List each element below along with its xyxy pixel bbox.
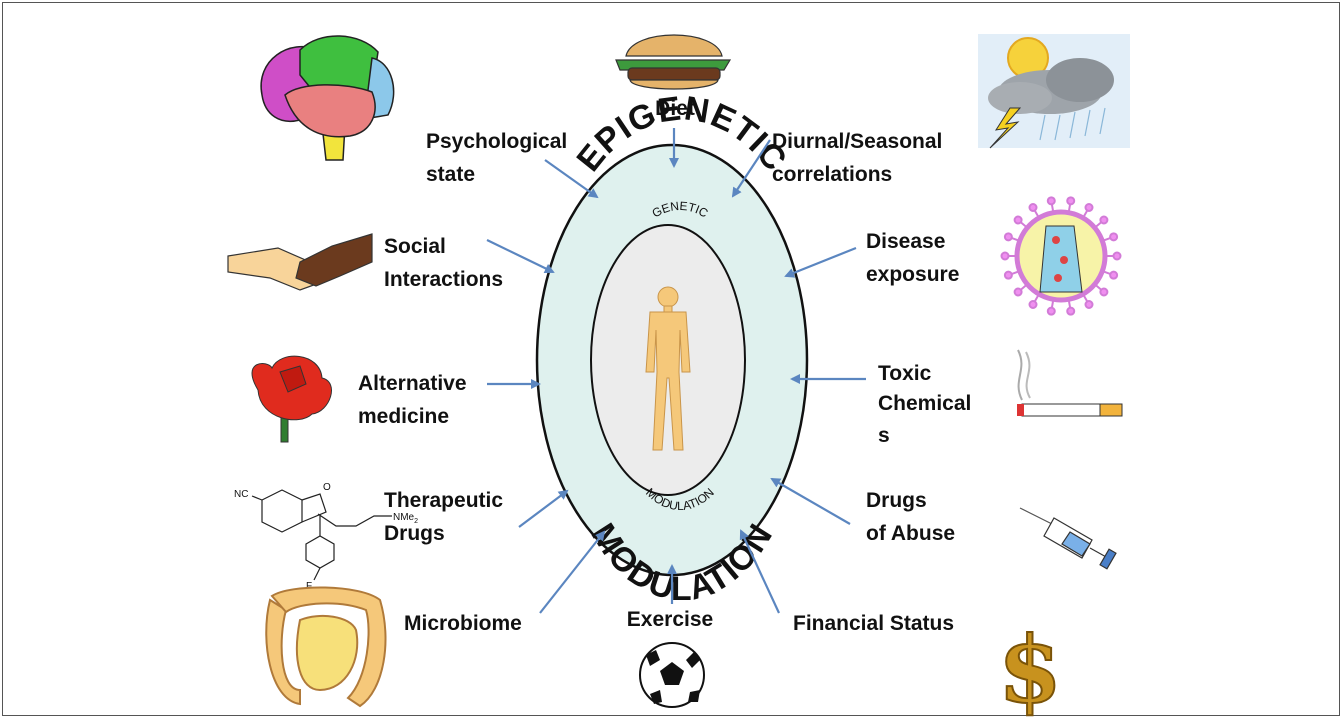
label-exercise: Exercise — [627, 608, 713, 631]
virus-spike-tip — [1046, 306, 1056, 316]
virus-spike-tip — [1084, 299, 1094, 309]
virus-spike-tip — [1003, 232, 1013, 242]
virus-spike-tip — [1084, 203, 1094, 213]
human-body-icon — [645, 286, 691, 451]
svg-text:$: $ — [998, 616, 1062, 720]
brain-icon — [260, 35, 395, 161]
arrow-financial — [739, 529, 780, 614]
virus-spike-tip — [1046, 196, 1056, 206]
arrow-social — [486, 239, 555, 274]
virus-spike-tip — [1109, 270, 1119, 280]
virus-spike-tip — [1003, 270, 1013, 280]
handshake-icon — [227, 233, 373, 291]
cigarette-icon — [1017, 349, 1123, 417]
virus-spike-tip — [1028, 203, 1038, 213]
virus-spike-tip — [1066, 196, 1076, 206]
virus-spike-tip — [1013, 287, 1023, 297]
chem-o: O — [323, 482, 331, 493]
virus-spike-tip — [1000, 251, 1010, 261]
virus-spike-tip — [1099, 215, 1109, 225]
arrow-abuse — [770, 478, 851, 525]
arrow-microbiome — [539, 530, 606, 614]
label-microbiome: Microbiome — [404, 612, 522, 635]
chem-nme2: NMe2 — [393, 512, 418, 525]
chem-f: F — [306, 581, 312, 592]
virus-spike-tip — [1066, 306, 1076, 316]
arrow-disease — [784, 246, 857, 278]
virus-spike-tip — [1112, 251, 1122, 261]
dollar-icon: $ — [997, 615, 1063, 720]
chem-nc: NC — [234, 489, 248, 500]
soccer-ball-icon — [639, 642, 705, 708]
virus-spike-tip — [1013, 215, 1023, 225]
virus-icon — [1000, 196, 1122, 316]
virus-spike-tip — [1099, 287, 1109, 297]
intestine-icon — [265, 586, 387, 708]
storm-cloud-icon — [978, 34, 1130, 149]
syringe-icon — [1019, 507, 1117, 570]
label-financial: Financial Status — [793, 612, 954, 635]
virus-spike-tip — [1028, 299, 1038, 309]
label-diet: Diet — [655, 97, 695, 120]
arrow-psychological — [544, 159, 599, 199]
rose-icon — [251, 355, 332, 443]
arrow-therapeutic — [518, 489, 569, 528]
virus-spike-tip — [1109, 232, 1119, 242]
burger-icon — [615, 34, 732, 90]
genetic-label: GENETIC — [650, 199, 711, 221]
molecule-icon: NC O NMe2 F — [234, 482, 418, 592]
arrow-diurnal — [731, 139, 771, 198]
